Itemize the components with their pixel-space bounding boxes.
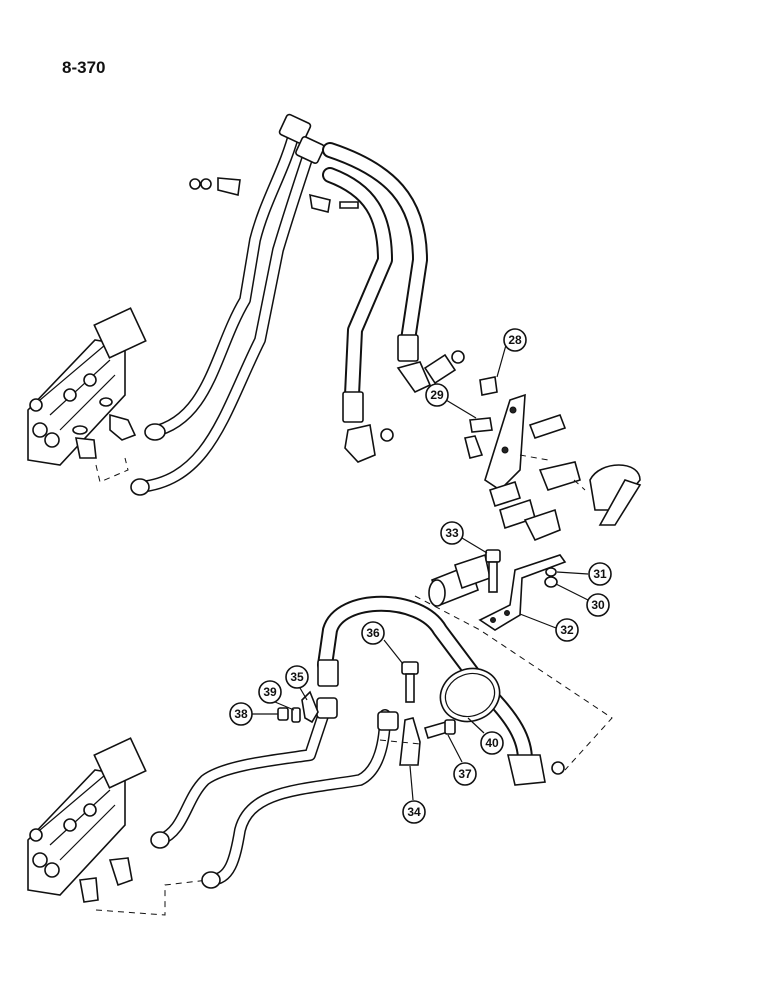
quick-coupler (428, 553, 491, 607)
callout-40: 40 (467, 717, 504, 755)
svg-text:36: 36 (366, 626, 380, 640)
bracket-34 (399, 717, 421, 766)
svg-text:30: 30 (591, 598, 605, 612)
callout-38: 38 (229, 702, 278, 726)
clamp-parts-top (189, 177, 359, 213)
steel-pipes-lower (150, 697, 399, 889)
svg-text:38: 38 (234, 707, 248, 721)
svg-text:28: 28 (508, 333, 522, 347)
spring-39 (291, 707, 301, 723)
callout-36: 36 (361, 621, 404, 665)
callout-39: 39 (258, 680, 295, 711)
hose-lower (317, 595, 565, 786)
page-number: 8-370 (62, 58, 106, 77)
coupler-bracket-lower (478, 554, 567, 631)
svg-text:31: 31 (593, 567, 607, 581)
control-valve-upper (27, 307, 147, 466)
svg-text:39: 39 (263, 685, 277, 699)
coupler-bracket-upper (464, 376, 642, 542)
svg-text:33: 33 (445, 526, 459, 540)
svg-text:35: 35 (290, 670, 304, 684)
callout-37: 37 (447, 734, 477, 786)
clamp-ring-40 (439, 667, 501, 723)
upper-assembly (27, 113, 642, 542)
nut-38 (277, 707, 289, 721)
svg-text:37: 37 (458, 767, 472, 781)
bolt-36 (401, 661, 419, 703)
callout-28: 28 (496, 328, 527, 378)
bolt-37 (424, 719, 456, 739)
svg-text:32: 32 (560, 623, 574, 637)
control-valve-lower (27, 737, 209, 916)
nuts-30-31 (544, 567, 558, 588)
valve-fittings-upper (72, 397, 137, 483)
svg-text:40: 40 (485, 736, 499, 750)
callout-31: 31 (556, 562, 612, 586)
callouts: 28 29 30 31 32 33 34 (229, 328, 612, 824)
svg-text:34: 34 (407, 805, 421, 819)
callout-35: 35 (285, 665, 309, 701)
bolt-33 (485, 549, 501, 593)
callout-32: 32 (519, 613, 579, 642)
lower-assembly (27, 549, 613, 916)
hoses-upper (322, 142, 465, 463)
steel-pipes-upper (130, 113, 325, 496)
callout-33: 33 (440, 521, 488, 554)
clip-35 (301, 690, 319, 724)
svg-text:29: 29 (430, 388, 444, 402)
callout-29: 29 (425, 383, 477, 419)
callout-30: 30 (555, 583, 610, 617)
callout-34: 34 (402, 765, 426, 824)
